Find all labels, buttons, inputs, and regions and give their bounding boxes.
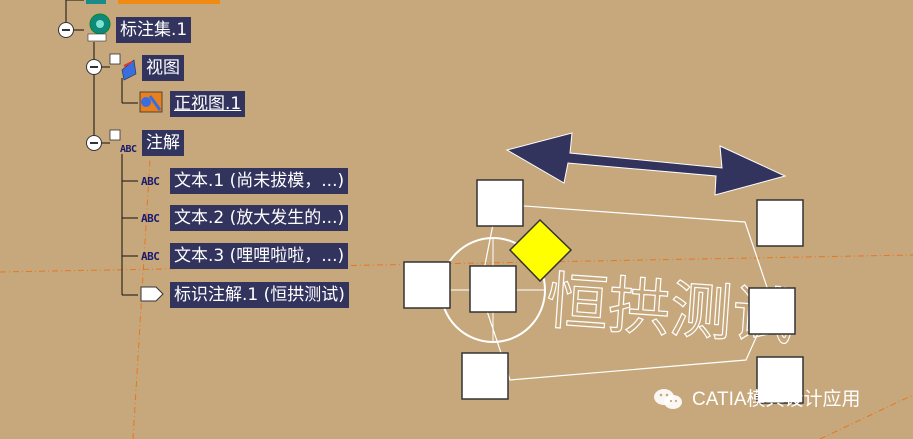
tree-item-views[interactable]: 视图 — [142, 55, 184, 81]
handle-top-left[interactable] — [476, 179, 524, 227]
abc-icon-notes: ABC — [120, 144, 137, 155]
horizontal-axis-line — [0, 254, 913, 273]
handle-top-right[interactable] — [756, 199, 804, 247]
tree-item-annotation-set[interactable]: 标注集.1 — [116, 17, 192, 43]
handle-left[interactable] — [403, 261, 451, 309]
rotate-handle[interactable] — [508, 218, 573, 283]
tree-item-notes[interactable]: 注解 — [142, 130, 184, 156]
handle-bottom-left[interactable] — [461, 352, 509, 400]
abc-icon-text-2: ABC — [141, 212, 160, 225]
tree-item-top-partial[interactable] — [118, 0, 220, 4]
wechat-icon — [654, 389, 682, 409]
collapse-button-notes[interactable] — [86, 135, 102, 151]
collapse-button-annotation-set[interactable] — [58, 22, 74, 38]
front-view-icon — [139, 91, 163, 113]
notes-icon — [109, 129, 121, 141]
collapse-button-views[interactable] — [86, 59, 102, 75]
tree-item-flag-note[interactable]: 标识注解.1 (恒拱测试) — [170, 282, 349, 308]
watermark-text: CATIA模具设计应用 — [692, 389, 861, 410]
tree-item-text-2[interactable]: 文本.2 (放大发生的...) — [170, 205, 349, 231]
flag-note-icon — [140, 286, 164, 302]
abc-icon-text-3: ABC — [141, 250, 160, 263]
abc-icon-text-1: ABC — [141, 175, 160, 188]
handle-bottom-right[interactable] — [756, 356, 804, 404]
handle-center[interactable] — [469, 265, 517, 313]
top-partial-icon — [86, 0, 106, 4]
tree-item-text-3[interactable]: 文本.3 (哩哩啦啦，...) — [170, 243, 349, 269]
tree-item-front-view[interactable]: 正视图.1 — [170, 91, 246, 117]
right-axis-line — [819, 394, 913, 439]
tree-connectors — [65, 0, 138, 296]
handle-right[interactable] — [748, 287, 796, 335]
views-icon — [109, 53, 137, 81]
tree-item-text-1[interactable]: 文本.1 (尚未拔模，...) — [170, 168, 349, 194]
resize-double-arrow[interactable] — [507, 133, 785, 195]
annotation-set-icon — [87, 13, 111, 42]
